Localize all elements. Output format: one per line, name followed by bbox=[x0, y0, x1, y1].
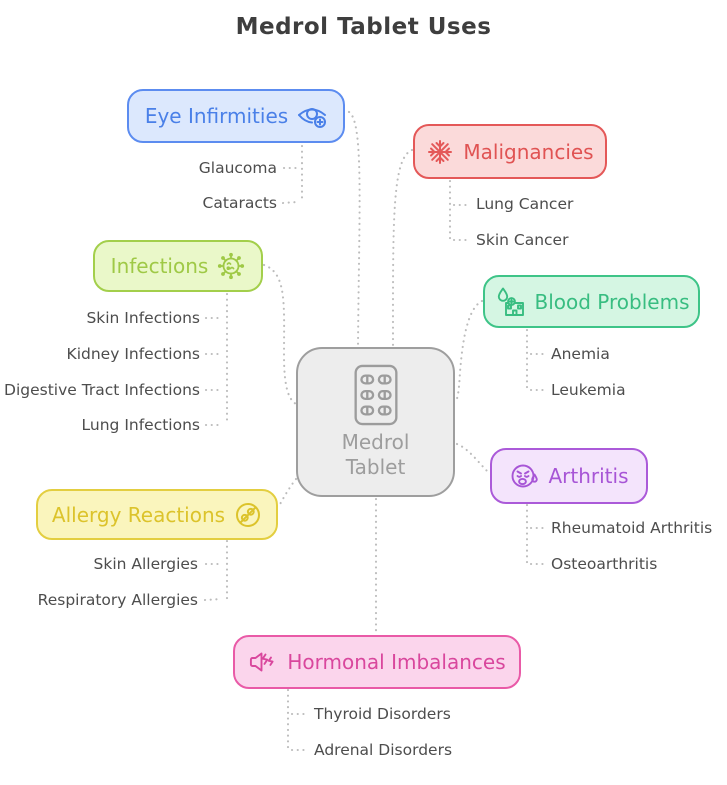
child-connector-arthritis bbox=[525, 503, 546, 566]
child-connector-malignancies bbox=[448, 179, 469, 242]
blood-drop-bank-icon bbox=[494, 287, 526, 317]
child-label-lung-infections: Lung Infections bbox=[81, 416, 200, 434]
child-label-skin-allergies: Skin Allergies bbox=[93, 555, 198, 573]
child-label-rheumatoid-arthritis: Rheumatoid Arthritis bbox=[551, 519, 713, 537]
connector-allergy-reactions-to-center bbox=[277, 477, 298, 508]
branch-label: Hormonal Imbalances bbox=[287, 650, 506, 674]
child-connector-hormonal-imbalances bbox=[286, 688, 307, 752]
connector-infections-to-center bbox=[262, 263, 298, 406]
branch-node-infections: Infections bbox=[93, 240, 263, 292]
branch-label: Infections bbox=[110, 254, 209, 278]
branch-node-malignancies: Malignancies bbox=[413, 124, 607, 179]
child-label-adrenal-disorders: Adrenal Disorders bbox=[314, 741, 453, 759]
child-connector-eye-infirmities bbox=[281, 144, 304, 205]
virus-icon bbox=[217, 252, 245, 280]
central-node-medrol-tablet: Medrol Tablet bbox=[296, 347, 455, 497]
branch-label: Arthritis bbox=[548, 464, 629, 488]
child-label-respiratory-allergies: Respiratory Allergies bbox=[37, 591, 198, 609]
child-label-leukemia: Leukemia bbox=[551, 381, 626, 399]
child-connector-blood-problems bbox=[525, 328, 546, 392]
central-label-line-1: Medrol bbox=[341, 430, 410, 454]
branch-node-eye-infirmities: Eye Infirmities bbox=[127, 89, 345, 143]
central-label-line-2: Tablet bbox=[345, 455, 406, 479]
eye-plus-icon bbox=[297, 103, 327, 129]
branch-label: Eye Infirmities bbox=[144, 104, 289, 128]
connector-blood-problems-to-center bbox=[454, 299, 484, 403]
child-label-glaucoma: Glaucoma bbox=[198, 159, 277, 177]
child-label-cataracts: Cataracts bbox=[202, 194, 277, 212]
branch-label: Blood Problems bbox=[534, 289, 690, 314]
branch-label: Allergy Reactions bbox=[51, 502, 226, 527]
branch-node-blood-problems: Blood Problems bbox=[483, 275, 700, 328]
connector-eye-infirmities-to-center bbox=[347, 110, 361, 349]
branch-node-allergy-reactions: Allergy Reactions bbox=[36, 489, 278, 540]
child-connector-infections bbox=[204, 292, 229, 427]
child-label-anemia: Anemia bbox=[551, 345, 610, 363]
central-node-label: Medrol Tablet bbox=[342, 430, 410, 480]
branch-label: Malignancies bbox=[463, 139, 594, 164]
child-connector-allergy-reactions bbox=[203, 539, 229, 602]
child-label-skin-cancer: Skin Cancer bbox=[476, 231, 569, 249]
megaphone-icon bbox=[248, 648, 278, 676]
page-title: Medrol Tablet Uses bbox=[235, 14, 492, 40]
child-label-digestive-tract-infections: Digestive Tract Infections bbox=[4, 381, 200, 399]
child-label-lung-cancer: Lung Cancer bbox=[476, 195, 574, 213]
connector-malignancies-to-center bbox=[391, 148, 414, 349]
no-allergen-icon bbox=[234, 501, 262, 529]
branch-node-hormonal-imbalances: Hormonal Imbalances bbox=[233, 635, 521, 689]
child-label-osteoarthritis: Osteoarthritis bbox=[551, 555, 658, 573]
child-label-kidney-infections: Kidney Infections bbox=[66, 345, 200, 363]
child-label-thyroid-disorders: Thyroid Disorders bbox=[314, 705, 451, 723]
child-label-skin-infections: Skin Infections bbox=[86, 309, 200, 327]
pill-blister-icon bbox=[353, 364, 399, 426]
connector-arthritis-to-center bbox=[455, 442, 491, 475]
branch-node-arthritis: Arthritis bbox=[490, 448, 648, 504]
crying-face-icon bbox=[509, 462, 539, 490]
cancer-cell-icon bbox=[426, 138, 454, 166]
